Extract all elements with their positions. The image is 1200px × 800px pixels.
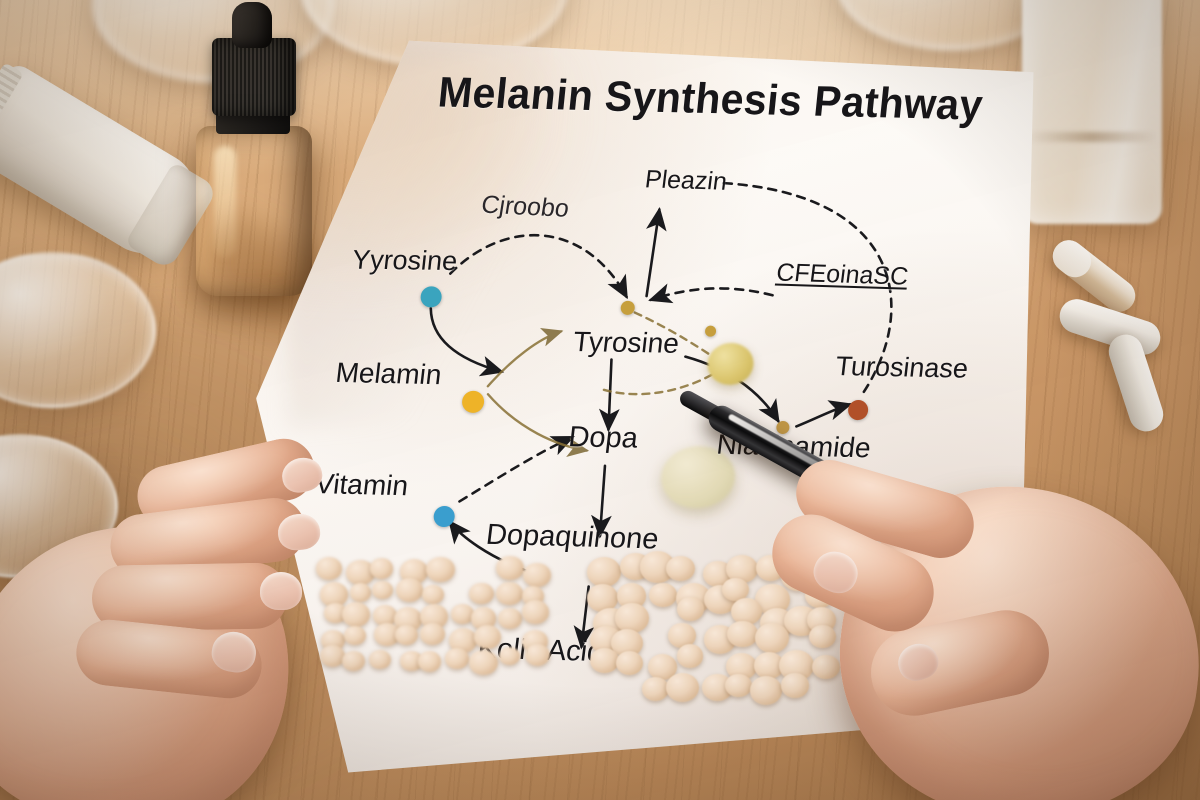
node-label-melamin: Melamin — [334, 357, 443, 391]
node-label-turosinase: Turosinase — [834, 351, 970, 385]
pill — [498, 608, 522, 629]
pill — [666, 673, 699, 702]
pill — [523, 563, 551, 588]
glass-bottle-water-line — [1024, 132, 1160, 142]
node-label-dopaquinone: Dopaquinone — [484, 519, 660, 557]
pill — [522, 600, 549, 624]
pill — [587, 557, 621, 587]
arrow-melamin-tyrosine — [487, 331, 562, 386]
pill — [615, 603, 649, 633]
pill — [420, 623, 445, 645]
pill — [418, 651, 441, 671]
pill — [677, 644, 704, 668]
arrow-vitamin-dopa — [459, 437, 574, 501]
arrow-tyrosine-loop — [604, 371, 718, 395]
pill — [725, 674, 751, 697]
pill — [616, 651, 643, 675]
pill — [666, 556, 695, 581]
pill — [649, 583, 677, 607]
pill — [474, 625, 501, 649]
pill — [396, 578, 423, 602]
left-hand — [0, 436, 380, 800]
arrow-cfeoinasc-tyrosine — [651, 286, 773, 300]
pill — [496, 582, 523, 605]
pill — [395, 625, 419, 646]
right-hand — [780, 448, 1200, 800]
arrow-tyrosine-pleazin — [645, 210, 660, 297]
node-label-pleazin: Pleazin — [643, 165, 728, 197]
dropper-bottle-cap — [212, 38, 296, 116]
node-label-cfeoinasc: CFEoinaSC — [775, 259, 910, 292]
arrow-tyrosine-dopa — [607, 359, 612, 429]
node-label-dopa: Dopa — [567, 421, 640, 455]
amber-dropper-bottle — [186, 0, 318, 300]
dropper-bottle-highlight — [214, 146, 236, 258]
arrow-niacinamide-turosinase — [796, 404, 850, 426]
left-hand-nail-3 — [260, 572, 302, 610]
pill — [469, 583, 493, 604]
pill — [445, 648, 469, 669]
pill — [590, 648, 619, 673]
pill — [496, 556, 523, 580]
pill — [525, 644, 550, 666]
node-label-cjroobo: Cjroobo — [479, 191, 571, 224]
arrow-cjroobo-tyrosine — [450, 232, 627, 304]
node-label-tyrosine: Tyrosine — [572, 326, 681, 360]
dropper-rubber-bulb — [232, 2, 272, 48]
node-label-yyrosine: Yyrosine — [351, 245, 459, 277]
pill — [469, 650, 498, 675]
pill — [422, 585, 443, 604]
pill — [677, 597, 704, 621]
pill — [727, 621, 758, 648]
pill — [426, 557, 454, 582]
pill — [499, 647, 520, 665]
clear-glass-bottle — [1022, 0, 1162, 224]
